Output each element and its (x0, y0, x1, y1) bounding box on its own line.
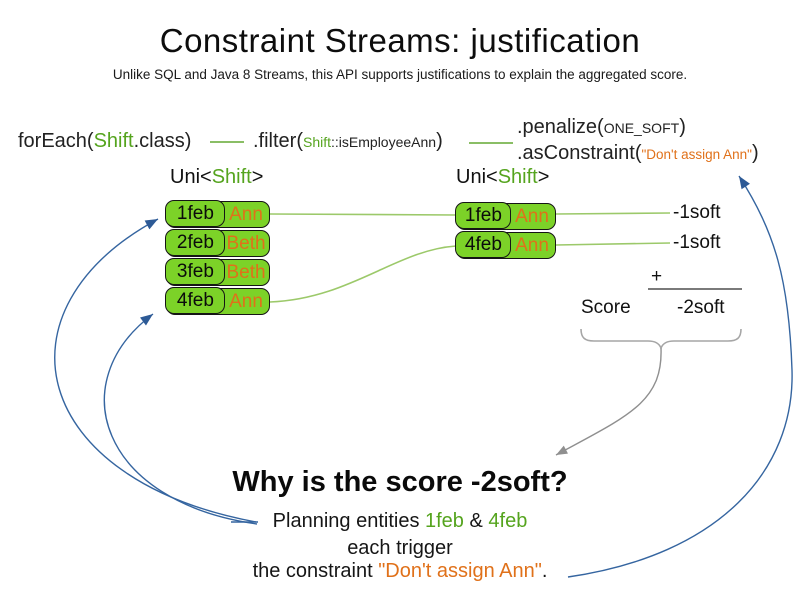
uni-type: Shift (497, 166, 538, 188)
shift-date: 2feb (165, 229, 226, 257)
shift-employee: Beth (226, 232, 266, 254)
code-penalize: .penalize(ONE_SOFT) (517, 116, 686, 139)
shift-date: 1feb (165, 200, 226, 228)
code-filter-method: ::isEmployeeAnn (331, 134, 437, 150)
code-asconstraint: .asConstraint("Don't assign Ann") (517, 142, 759, 165)
shift-date: 4feb (455, 231, 512, 259)
entity-4feb: 4feb (488, 510, 528, 532)
shift-employee: Ann (515, 205, 549, 227)
score-total: -2soft (677, 297, 725, 318)
shift-row-1feb-ann: 1feb Ann (165, 200, 270, 228)
line1-pre: Planning entities (272, 510, 425, 532)
code-penalize-pre: .penalize( (517, 116, 604, 138)
line3-pre: the constraint (252, 560, 379, 582)
subtitle: Unlike SQL and Java 8 Streams, this API … (112, 67, 688, 82)
code-asconstraint-post: ) (751, 142, 759, 164)
line3-post: . (541, 560, 548, 582)
line1-amp: & (463, 510, 489, 532)
uni-shift-label-right: Uni<Shift> (456, 166, 549, 189)
code-asconstraint-arg: "Don't assign Ann" (641, 147, 752, 162)
connector-1soft-1 (555, 212, 671, 215)
code-filter-class: Shift (303, 134, 332, 150)
shift-date: 3feb (165, 258, 226, 286)
code-penalize-arg: ONE_SOFT (603, 120, 680, 136)
plus-sign: + (651, 266, 663, 287)
shift-date: 4feb (165, 287, 226, 315)
shift-employee: Beth (226, 261, 266, 283)
code-asconstraint-pre: .asConstraint( (517, 142, 642, 164)
code-filter-pre: .filter( (253, 130, 303, 152)
uni-post: > (537, 166, 550, 188)
entity-1feb: 1feb (425, 510, 464, 532)
code-foreach: forEach(Shift.class) (18, 130, 191, 153)
shift-employee: Ann (515, 234, 549, 256)
shift-employee: Ann (229, 203, 263, 225)
connector-1feb (269, 213, 457, 216)
score-brace (580, 328, 742, 351)
uni-type: Shift (211, 166, 252, 188)
uni-pre: Uni< (170, 166, 212, 188)
shift-row-2feb-beth: 2feb Beth (165, 229, 270, 257)
code-filter-post: ) (436, 130, 443, 152)
why-heading: Why is the score -2soft? (232, 466, 568, 498)
explanation-line2: each trigger (347, 537, 453, 559)
code-foreach-post: .class) (133, 130, 192, 152)
explanation-line3: the constraint "Don't assign Ann". (0, 560, 800, 583)
penalty-label-1: -1soft (673, 202, 721, 223)
filtered-row-1feb-ann: 1feb Ann (455, 202, 556, 230)
constraint-name: "Don't assign Ann" (378, 560, 542, 582)
code-foreach-class: Shift (93, 130, 134, 152)
connector-1soft-2 (555, 242, 671, 246)
shift-row-4feb-ann: 4feb Ann (165, 287, 270, 315)
code-penalize-post: ) (679, 116, 686, 138)
penalty-label-2: -1soft (673, 232, 721, 253)
page-title: Constraint Streams: justification (159, 22, 641, 59)
uni-post: > (251, 166, 264, 188)
shift-employee: Ann (229, 290, 263, 312)
uni-shift-label-left: Uni<Shift> (170, 166, 263, 189)
connector-4feb (269, 245, 457, 303)
code-filter: .filter(Shift::isEmployeeAnn) (253, 130, 443, 153)
shift-row-3feb-beth: 3feb Beth (165, 258, 270, 286)
shift-date: 1feb (455, 202, 512, 230)
filtered-row-4feb-ann: 4feb Ann (455, 231, 556, 259)
code-foreach-pre: forEach( (18, 130, 94, 152)
brace-to-why-arrow (555, 347, 662, 456)
uni-pre: Uni< (456, 166, 498, 188)
score-label: Score (581, 297, 631, 318)
explanation-line1: Planning entities 1feb & 4feb (0, 510, 800, 533)
